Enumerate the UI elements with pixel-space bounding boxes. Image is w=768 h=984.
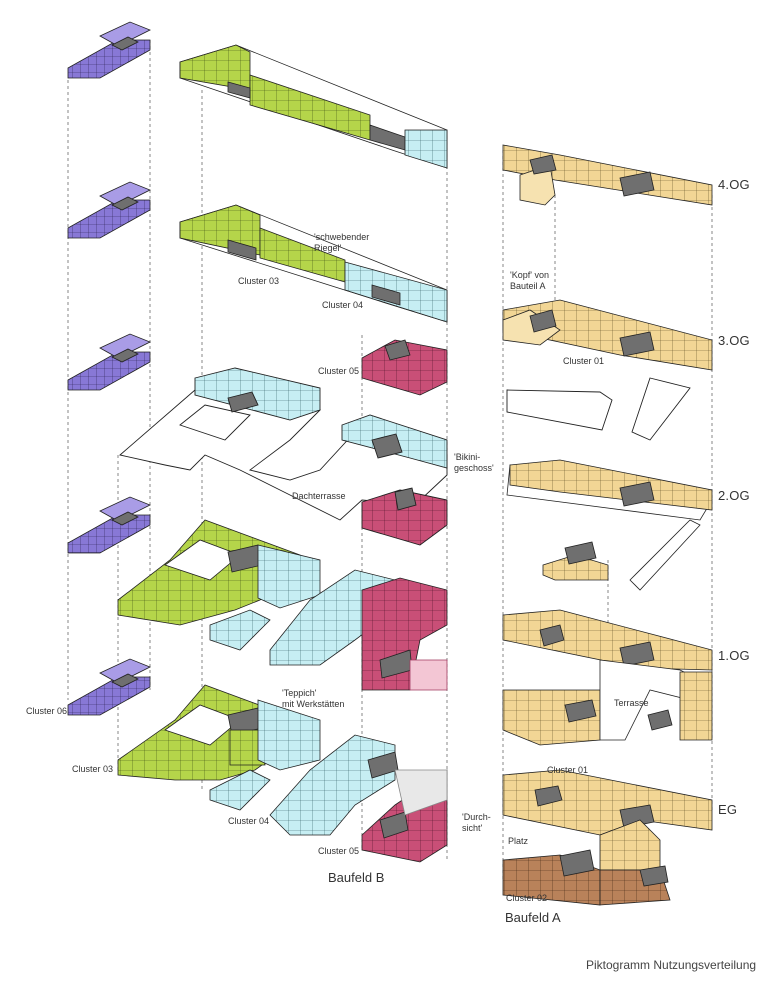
label-cluster-02: Cluster 02 [506,893,548,903]
purple-block-2 [67,181,151,239]
floor-label-2og: 2.OG [718,488,750,503]
label-cluster-05-lower: Cluster 05 [318,846,360,856]
caption: Piktogramm Nutzungsverteilung [586,958,757,972]
purple-block-5 [67,658,151,716]
baufeld-a-2og [506,459,713,591]
floor-label-eg: EG [718,802,738,817]
teppich-level [117,519,448,691]
baufeld-a-1og [502,609,713,746]
label-durchsicht: 'Durch- sicht' [462,812,491,833]
baufeld-a-eg [502,769,713,906]
label-dachterrasse: Dachterrasse [292,491,346,501]
label-cluster-04-upper: Cluster 04 [322,300,364,310]
ground-level-b [117,684,448,863]
label-kopf: 'Kopf' von Bauteil A [510,270,549,291]
purple-block-1 [67,21,151,79]
label-teppich: 'Teppich' mit Werkstätten [282,688,345,709]
baufeld-a-4og [502,144,713,206]
baufeld-a-outlines [506,377,691,441]
purple-block-3 [67,333,151,391]
label-cluster-01-upper: Cluster 01 [563,356,605,366]
label-cluster-01-lower: Cluster 01 [547,765,589,775]
label-baufeld-a: Baufeld A [505,910,561,925]
riegel-upper [179,44,448,169]
label-bikinigeschoss: 'Bikini- geschoss' [454,452,494,473]
label-cluster-03-lower: Cluster 03 [72,764,114,774]
label-baufeld-b: Baufeld B [328,870,385,885]
floor-label-4og: 4.OG [718,177,750,192]
label-cluster-04-lower: Cluster 04 [228,816,270,826]
cluster-06-stack [67,21,151,716]
cluster-05-upper-block [361,339,448,396]
floor-label-1og: 1.OG [718,648,750,663]
floor-label-3og: 3.OG [718,333,750,348]
label-platz: Platz [508,836,529,846]
riegel-lower [179,204,448,323]
baufeld-a-3og [502,299,713,371]
label-terrasse: Terrasse [614,698,649,708]
label-cluster-06: Cluster 06 [26,706,68,716]
label-schwebender-riegel: 'schwebender Riegel' [314,232,370,253]
bikinigeschoss-level [119,367,448,546]
label-cluster-03-upper: Cluster 03 [238,276,280,286]
purple-block-4 [67,496,151,554]
label-cluster-05-upper: Cluster 05 [318,366,360,376]
